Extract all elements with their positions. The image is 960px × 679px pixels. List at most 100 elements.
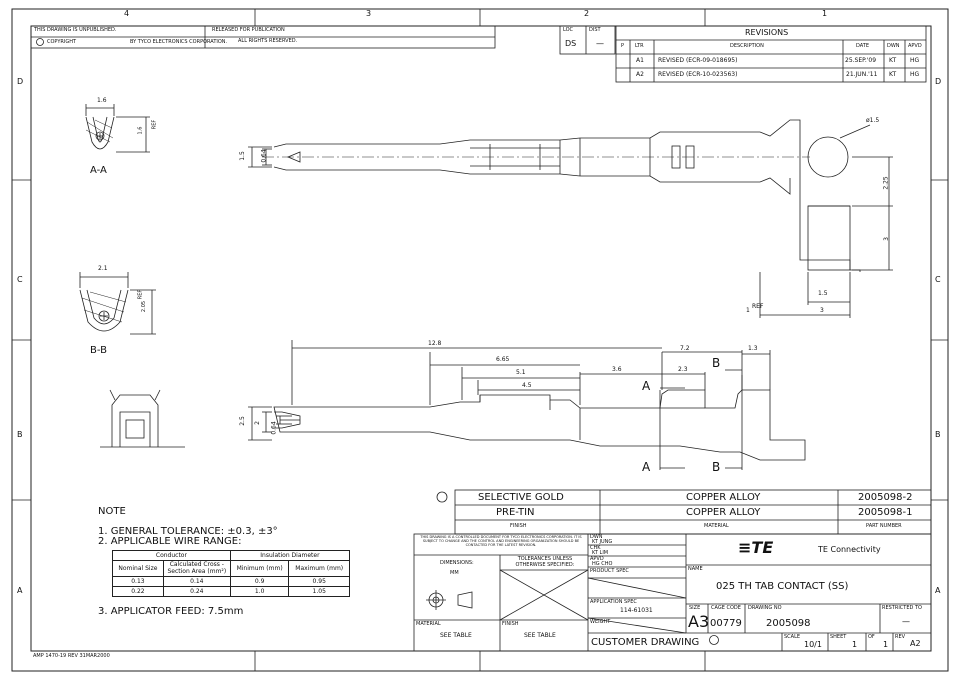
dist-value: — — [596, 39, 604, 48]
side-dim-4-5: 4.5 — [522, 382, 532, 389]
rev-row-1-date: 25.SEP.'09 — [845, 57, 877, 64]
section-bb — [79, 272, 156, 335]
copyright-text: COPYRIGHT — [47, 39, 77, 45]
cage-c-mark — [709, 635, 719, 645]
rev-row-1-apvd: HG — [910, 57, 920, 64]
zone-label-b: B — [17, 430, 23, 439]
zone-label-b-right: B — [935, 430, 941, 439]
rev-col-apvd: APVD — [908, 43, 922, 49]
section-aa — [85, 104, 150, 153]
row1-nominal: 0.13 — [112, 576, 164, 588]
te-logo: ≡TE — [738, 538, 774, 557]
zone-label-d-right: D — [935, 77, 942, 86]
nominal-header: Nominal Size — [112, 559, 164, 578]
rev-col-p: P — [621, 43, 625, 49]
side-dim-2: 2 — [253, 421, 261, 425]
zone-label-d: D — [17, 77, 24, 86]
row2-max: 1.05 — [288, 586, 350, 598]
copyright-circle — [36, 38, 44, 46]
size-value: A3 — [688, 612, 710, 631]
side-dim-7-2: 7.2 — [680, 345, 690, 352]
parts-table-lines — [454, 489, 932, 535]
top-dim-0-64: 0.64 — [260, 149, 268, 163]
application-spec-label: APPLICATION SPEC — [590, 599, 637, 605]
note-2: 2. APPLICABLE WIRE RANGE: — [98, 536, 242, 547]
chk-label: CHK — [590, 545, 601, 551]
dimensions-label: DIMENSIONS: — [440, 560, 474, 566]
section-bb-label: B-B — [90, 345, 107, 356]
sheet-value: 1 — [852, 640, 858, 649]
scale-label: SCALE — [784, 634, 801, 640]
form-footer: AMP 1470-19 REV 31MAR2000 — [33, 653, 110, 659]
apvd-value: HG CHO — [592, 561, 613, 567]
top-dim-1-5: 1.5 — [238, 151, 246, 161]
zone-label-a-right: A — [935, 586, 941, 595]
note-1: 1. GENERAL TOLERANCE: ±0.3, ±3° — [98, 526, 278, 537]
top-dim-2-25: 2.25 — [882, 176, 890, 190]
customer-drawing: CUSTOMER DRAWING — [591, 637, 700, 648]
side-dim-6-65: 6.65 — [496, 356, 510, 363]
min-header: Minimum (mm) — [229, 559, 290, 578]
zone-label-3: 3 — [366, 9, 372, 18]
rev-row-2-apvd: HG — [910, 71, 920, 78]
row2-min: 1.0 — [229, 586, 290, 598]
calc-area-header: Calculated Cross -Section Area (mm²) — [162, 559, 231, 578]
section-b-marker-bottom: B — [712, 460, 721, 474]
side-dim-3-6: 3.6 — [612, 366, 622, 373]
material-tb-value: SEE TABLE — [440, 632, 472, 639]
finish-row-1: SELECTIVE GOLD — [478, 492, 564, 503]
material-tb-label: MATERIAL — [416, 621, 441, 627]
top-dim-3-horiz: 3 — [820, 307, 824, 314]
rights-text: ALL RIGHTS RESERVED. — [238, 38, 298, 44]
top-dim-3-vert: 3 — [882, 237, 890, 241]
loc-value: DS — [565, 39, 577, 48]
dwn-label: DWN — [590, 534, 603, 540]
note-title: NOTE — [98, 506, 126, 517]
section-aa-label: A-A — [90, 165, 107, 176]
aa-ref: REF — [151, 119, 158, 130]
finish-row-2: PRE-TIN — [496, 507, 535, 518]
side-dim-2-5: 2.5 — [238, 416, 246, 426]
rev-label: REV — [895, 634, 906, 640]
top-dim-ref-1: 1 — [746, 307, 750, 314]
part-number-row-1: 2005098-2 — [858, 492, 913, 503]
of-label: OF — [868, 634, 875, 640]
cage-code-value: 00779 — [710, 618, 742, 629]
scale-value: 10/1 — [804, 640, 822, 649]
weight-label: WEIGHT — [590, 619, 611, 625]
chk-value: KT LIM — [592, 550, 609, 556]
company-name: TE Connectivity — [818, 545, 881, 554]
side-view-contact — [248, 340, 806, 470]
table-row: 0.13 0.14 0.9 0.95 — [112, 576, 350, 588]
tolerances-label: TOLERANCES UNLESS OTHERWISE SPECIFIED: — [515, 556, 575, 568]
top-dim-dia: ø1.5 — [866, 117, 880, 124]
wire-range-table: Conductor Insulation Diameter Nominal Si… — [112, 550, 351, 598]
row1-area: 0.14 — [162, 576, 231, 588]
bb-ref: REF — [137, 289, 144, 300]
size-label: SIZE — [689, 605, 701, 611]
rev-row-1-ltr: A1 — [636, 57, 644, 64]
max-header: Maximum (mm) — [288, 559, 350, 578]
released-text: RELEASED FOR PUBLICATION — [212, 27, 285, 33]
by-company-text: BY TYCO ELECTRONICS CORPORATION. — [130, 39, 228, 45]
part-number-label: PART NUMBER — [866, 523, 902, 529]
drawing-no-value: 2005098 — [766, 618, 811, 629]
side-dim-1-3: 1.3 — [748, 345, 758, 352]
top-dim-1-5-horiz: 1.5 — [818, 290, 828, 297]
zone-label-1: 1 — [822, 9, 828, 18]
rev-row-1-desc: REVISED (ECR-09-018695) — [658, 57, 738, 64]
table-row: 0.22 0.24 1.0 1.05 — [112, 586, 350, 598]
rohs-mark — [436, 491, 448, 503]
name-label: NAME — [688, 566, 703, 572]
drawing-no-label: DRAWING NO — [748, 605, 782, 611]
finish-label: FINISH — [510, 523, 527, 529]
rev-row-2-dwn: KT — [889, 71, 897, 78]
section-a-marker-bottom: A — [642, 460, 651, 474]
bb-height-dim: 2.05 — [141, 300, 148, 313]
top-dim-ref: REF — [752, 303, 764, 310]
material-label: MATERIAL — [704, 523, 729, 529]
side-dim-12-8: 12.8 — [428, 340, 442, 347]
loc-label: LOC — [563, 27, 574, 33]
restricted-value: — — [902, 617, 910, 626]
